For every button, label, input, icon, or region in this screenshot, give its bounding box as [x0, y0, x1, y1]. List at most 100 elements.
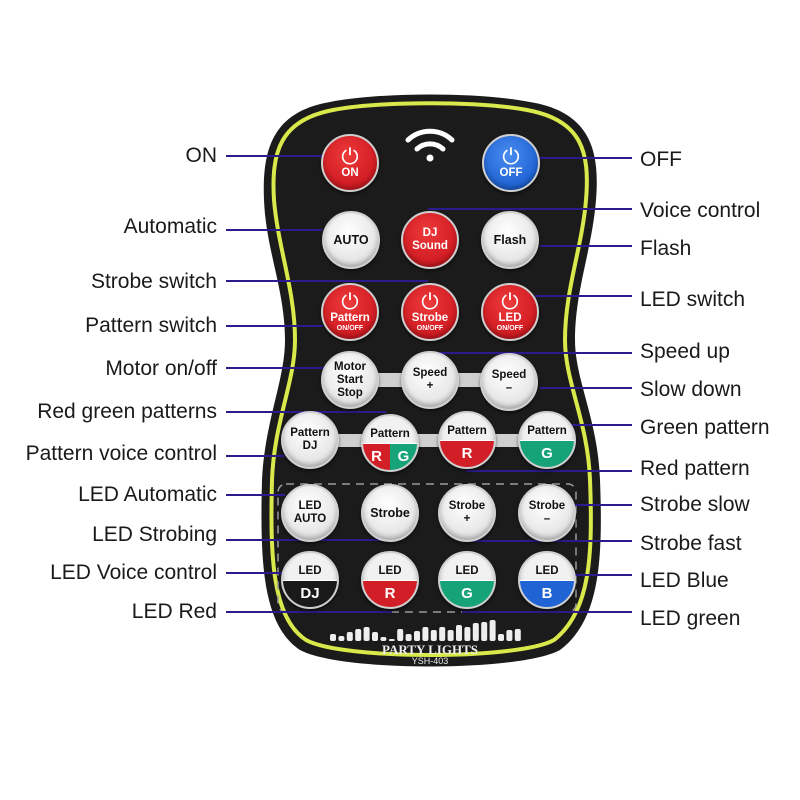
button-label: Pattern — [290, 427, 330, 439]
button-label: Pattern — [527, 424, 567, 437]
button-label: Pattern — [330, 311, 370, 324]
equalizer-bar — [355, 629, 362, 641]
speed-minus-button[interactable]: Speed– — [480, 353, 538, 411]
button-label: Pattern — [370, 427, 410, 440]
button-label: Sound — [412, 240, 448, 252]
callout-right-6: Green pattern — [640, 416, 770, 439]
button-label: ON — [341, 166, 359, 179]
button-sublabel: ON/OFF — [416, 324, 444, 332]
callout-right-4: Speed up — [640, 340, 730, 363]
equalizer-bar — [439, 627, 446, 641]
equalizer-bar — [363, 627, 370, 641]
callout-left-7: LED Automatic — [78, 483, 217, 506]
equalizer-bar — [397, 629, 404, 641]
equalizer-bar — [489, 620, 496, 641]
button-label: LED — [455, 564, 479, 577]
equalizer-bar — [346, 632, 353, 641]
callout-left-10: LED Red — [131, 600, 217, 623]
button-label: Strobe — [528, 500, 566, 512]
button-label: DJ — [302, 440, 318, 452]
equalizer-bar — [338, 636, 345, 641]
strobe-plus-button[interactable]: Strobe+ — [438, 484, 496, 542]
callout-left-8: LED Strobing — [92, 523, 217, 546]
power-icon: ⏻ — [501, 288, 519, 314]
button-label: Start — [336, 373, 364, 386]
equalizer-bar — [481, 622, 488, 641]
callout-right-2: Flash — [640, 237, 692, 260]
auto-button[interactable]: AUTO — [322, 211, 380, 269]
callout-right-9: Strobe fast — [640, 532, 742, 555]
equalizer-bar — [447, 630, 454, 641]
callout-right-8: Strobe slow — [640, 493, 750, 516]
button-label: + — [426, 380, 434, 392]
button-sublabel: ON/OFF — [496, 324, 524, 332]
on-button[interactable]: ⏻ON — [321, 134, 379, 192]
strobe-button[interactable]: Strobe — [361, 484, 419, 542]
wifi-icon — [405, 128, 455, 162]
equalizer-bar — [514, 629, 521, 641]
button-label: Motor — [334, 360, 366, 373]
button-label: OFF — [499, 166, 523, 179]
equalizer-bar — [498, 634, 504, 641]
button-label: LED — [535, 564, 559, 577]
flash-button[interactable]: Flash — [481, 211, 539, 269]
button-label: Strobe — [448, 500, 486, 512]
equalizer-bar — [506, 630, 513, 641]
brand-name: PARTY LIGHTS — [382, 642, 478, 657]
button-label: LED — [498, 311, 522, 324]
button-label: – — [505, 382, 513, 394]
callout-right-1: Voice control — [640, 199, 761, 222]
callout-left-3: Pattern switch — [85, 314, 217, 337]
button-label: LED — [378, 564, 402, 577]
callout-left-2: Strobe switch — [90, 270, 217, 293]
equalizer-bar — [464, 627, 471, 641]
callout-left-0: ON — [185, 144, 218, 167]
equalizer-bar — [388, 639, 395, 641]
equalizer-bar — [372, 632, 378, 641]
button-sublabel: ON/OFF — [336, 324, 364, 332]
button-label: DJ — [422, 227, 438, 239]
equalizer-bar — [430, 630, 437, 641]
button-label: – — [543, 513, 551, 525]
button-label: Stop — [337, 386, 363, 399]
power-icon: ⏻ — [341, 288, 359, 314]
button-label: AUTO — [333, 232, 369, 247]
button-label: Strobe — [411, 311, 449, 324]
equalizer-bar — [405, 634, 412, 641]
off-button[interactable]: ⏻OFF — [482, 134, 540, 192]
speed-plus-button[interactable]: Speed+ — [401, 351, 459, 409]
equalizer-bar — [472, 623, 479, 641]
power-icon: ⏻ — [341, 143, 359, 169]
button-label: Strobe — [370, 505, 410, 520]
callout-right-3: LED switch — [640, 288, 746, 311]
button-label: Speed — [412, 367, 448, 379]
model-number: YSH-403 — [411, 656, 449, 666]
equalizer-graphic — [330, 620, 521, 641]
button-label: AUTO — [293, 513, 327, 525]
equalizer-bar — [422, 627, 429, 641]
strobe-minus-button[interactable]: Strobe– — [518, 484, 576, 542]
callout-left-9: LED Voice control — [50, 561, 217, 584]
callout-right-7: Red pattern — [640, 457, 750, 480]
equalizer-bar — [414, 631, 420, 641]
callout-left-5: Red green patterns — [37, 400, 217, 423]
callout-right-5: Slow down — [640, 378, 742, 401]
power-icon: ⏻ — [502, 143, 520, 169]
button-label: Speed — [491, 369, 527, 381]
callout-right-10: LED Blue — [640, 569, 729, 592]
